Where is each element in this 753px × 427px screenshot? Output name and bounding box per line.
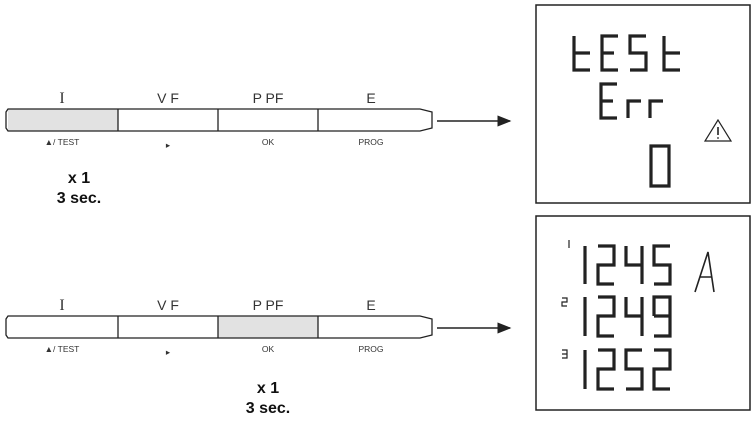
label-I: I: [59, 90, 64, 107]
lcd-display-top: [535, 4, 751, 204]
key-E[interactable]: [319, 110, 419, 130]
press-count-bottom: x 1: [257, 380, 279, 397]
keypad-panel-top: I V F P PF E ▲/ TEST ▸ OK PROG x 1 3 sec…: [5, 90, 433, 207]
key-PPF-pressed[interactable]: [218, 316, 318, 338]
key-VF[interactable]: [119, 317, 217, 337]
label-test: ▲/ TEST: [45, 137, 80, 147]
phase-labels: [561, 240, 570, 359]
label-right-arrow: ▸: [166, 140, 171, 150]
label-PPF: P PF: [253, 297, 284, 313]
key-E[interactable]: [319, 317, 419, 337]
warning-triangle-icon: [703, 118, 733, 142]
label-ok: OK: [262, 137, 275, 147]
key-I[interactable]: [9, 317, 117, 337]
unit-ampere: [694, 251, 715, 293]
lcd-row-zero: [649, 144, 671, 188]
label-VF: V F: [157, 90, 179, 106]
label-VF: V F: [157, 297, 179, 313]
press-count-top: x 1: [68, 170, 90, 187]
label-E: E: [366, 297, 375, 313]
lcd-row-1252: [583, 348, 672, 391]
label-right-arrow: ▸: [166, 347, 171, 357]
label-test: ▲/ TEST: [45, 344, 80, 354]
label-prog: PROG: [358, 137, 383, 147]
lcd-row-err: [599, 82, 663, 120]
label-ok: OK: [262, 344, 275, 354]
lcd-row-1245: [583, 244, 672, 286]
label-PPF: P PF: [253, 90, 284, 106]
lcd-display-bottom: [535, 215, 751, 411]
key-PPF[interactable]: [219, 110, 317, 130]
key-I[interactable]: [8, 109, 118, 131]
label-prog: PROG: [358, 344, 383, 354]
label-E: E: [366, 90, 375, 106]
press-duration-top: 3 sec.: [57, 190, 101, 207]
press-duration-bottom: 3 sec.: [246, 400, 290, 417]
lcd-row-1249: [583, 295, 672, 338]
lcd-row-test: [572, 34, 680, 72]
keypad-panel-bottom: I V F P PF E ▲/ TEST ▸ OK PROG x 1 3 sec…: [5, 297, 433, 417]
key-VF[interactable]: [119, 110, 217, 130]
label-I: I: [59, 297, 64, 314]
